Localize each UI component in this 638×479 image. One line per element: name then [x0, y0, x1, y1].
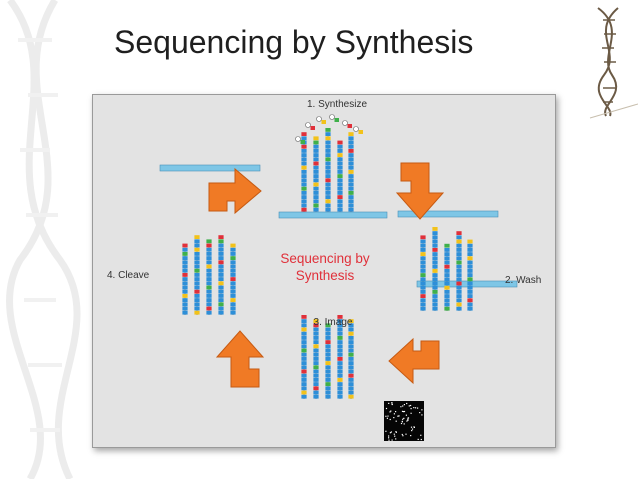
nucleotide — [295, 136, 305, 144]
fluorescence-image-icon — [384, 401, 424, 441]
dna-strand — [325, 323, 331, 399]
dna-strand — [218, 235, 224, 315]
dna-strand — [182, 243, 188, 315]
step-label-synthesize: 1. Synthesize — [307, 99, 367, 110]
dna-strand — [325, 128, 331, 212]
center-label-line-2: Synthesis — [296, 268, 355, 283]
step-label-image: 3. Image — [314, 317, 353, 328]
dna-strand — [301, 132, 307, 212]
dna-helix-icon — [597, 7, 619, 117]
dna-strand — [348, 132, 354, 212]
dna-strand — [301, 315, 307, 399]
nucleotide — [342, 120, 352, 128]
diagram-panel: 1. Synthesize 2. Wash 3. Image 4. Cleave… — [92, 94, 556, 448]
flow-cell-strip — [397, 210, 499, 218]
center-label-line-1: Sequencing by — [280, 251, 370, 266]
dna-strand — [444, 243, 450, 311]
dna-strand — [194, 235, 200, 315]
dna-strand — [206, 239, 212, 315]
dna-strand — [456, 231, 462, 311]
nucleotide — [329, 114, 339, 122]
nucleotide — [316, 116, 326, 124]
flow-cell-strip — [416, 280, 518, 288]
step-label-cleave: 4. Cleave — [107, 270, 150, 281]
sequencing-cycle-diagram: 1. Synthesize 2. Wash 3. Image 4. Cleave… — [107, 99, 541, 441]
dna-strand — [313, 319, 319, 399]
dna-strand — [337, 140, 343, 212]
dna-strand — [230, 243, 236, 315]
step-label-wash: 2. Wash — [505, 275, 541, 286]
flow-cell-strip — [278, 211, 388, 219]
cycle-arrow-cleave-to-synthesize — [208, 167, 262, 215]
dna-strand — [467, 239, 473, 311]
nucleotide — [305, 122, 315, 130]
dna-strand — [337, 315, 343, 399]
flow-cell-strip — [159, 164, 261, 172]
dna-strand — [348, 319, 354, 399]
nucleotide — [353, 126, 363, 134]
dna-strand — [432, 227, 438, 311]
cycle-arrow-wash-to-image — [388, 337, 440, 385]
dna-strand — [313, 136, 319, 212]
cycle-arrow-synthesize-to-wash — [395, 162, 445, 220]
cycle-arrow-image-to-cleave — [215, 330, 265, 388]
dna-strand — [420, 235, 426, 311]
slide-title: Sequencing by Synthesis — [114, 24, 474, 60]
